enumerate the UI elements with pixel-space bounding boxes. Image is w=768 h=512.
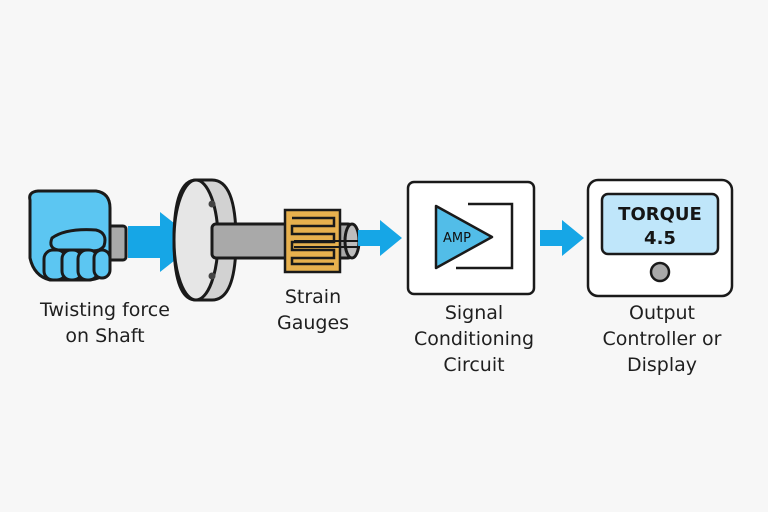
amplifier-icon: AMP bbox=[434, 204, 494, 270]
label-output-display: Output Controller or Display bbox=[582, 300, 742, 378]
arrow-icon bbox=[128, 212, 198, 272]
display-value: 4.5 bbox=[644, 228, 676, 249]
display-icon: TORQUE 4.5 bbox=[586, 178, 734, 298]
display-title: TORQUE bbox=[618, 204, 702, 225]
label-line: Gauges bbox=[276, 312, 350, 334]
label-strain-gauges: Strain Gauges bbox=[258, 284, 368, 336]
label-signal-conditioning: Signal Conditioning Circuit bbox=[394, 300, 554, 378]
label-twisting-force: Twisting force on Shaft bbox=[20, 297, 190, 349]
label-line: Display bbox=[626, 354, 698, 376]
label-line: Output bbox=[629, 302, 695, 324]
label-line: Signal bbox=[444, 302, 504, 324]
label-line: on Shaft bbox=[65, 325, 145, 347]
arrow-icon bbox=[540, 220, 584, 256]
arrow-icon bbox=[358, 220, 402, 256]
label-line: Twisting force bbox=[40, 299, 170, 321]
strain-gauge-icon bbox=[283, 208, 360, 274]
flange-icon bbox=[172, 178, 238, 302]
signal-conditioning-box: AMP bbox=[406, 180, 536, 296]
amp-label: AMP bbox=[443, 231, 471, 246]
label-line: Circuit bbox=[443, 354, 505, 376]
label-line: Strain bbox=[284, 286, 342, 308]
fist-icon bbox=[28, 189, 128, 282]
label-line: Conditioning bbox=[413, 328, 535, 350]
display-button-icon bbox=[649, 261, 671, 283]
label-line: Controller or bbox=[602, 328, 722, 350]
